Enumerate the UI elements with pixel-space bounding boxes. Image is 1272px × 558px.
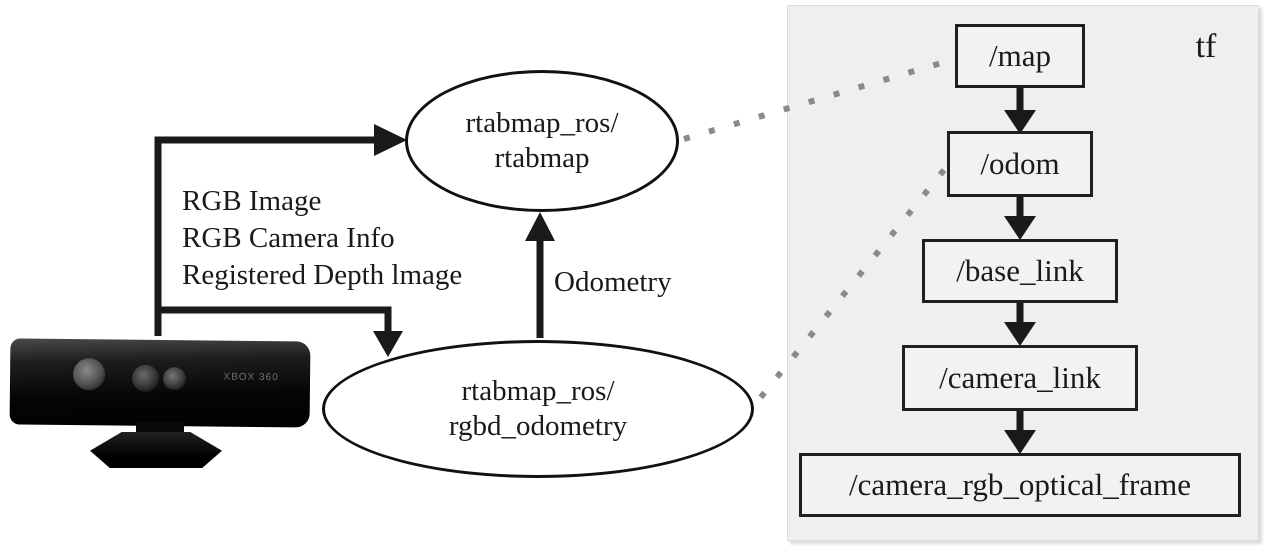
kinect-depth-camera-lens-icon	[162, 367, 187, 391]
kinect-rgb-camera-lens-icon	[131, 364, 160, 392]
tf-frame-camera-link-label: /camera_link	[939, 360, 1101, 395]
tf-frame-base-link-label: /base_link	[956, 253, 1084, 288]
kinect-sensor-bar: XBOX 360	[9, 338, 311, 428]
tf-frame-base-link: /base_link	[922, 239, 1118, 303]
rgbd-odometry-node-label-line1: rtabmap_ros/	[461, 375, 615, 407]
tf-frame-odom: /odom	[947, 131, 1093, 197]
kinect-stand-base	[90, 432, 222, 468]
tf-frame-camera-rgb-optical-frame: /camera_rgb_optical_frame	[799, 453, 1241, 517]
kinect-brand-label: XBOX 360	[223, 371, 279, 384]
topic-rgb-image-label: RGB Image	[182, 185, 322, 217]
tf-frame-map: /map	[955, 24, 1085, 88]
kinect-ir-projector-lens-icon	[72, 358, 106, 391]
rtabmap-node: rtabmap_ros/ rtabmap	[405, 70, 679, 212]
tf-frame-map-label: /map	[989, 38, 1051, 73]
odometry-edge-label: Odometry	[554, 266, 672, 298]
topic-rgb-camera-info-label: RGB Camera Info	[182, 222, 395, 254]
tf-panel-title: tf	[1195, 28, 1217, 65]
odometry-arrow	[525, 212, 555, 338]
tf-frame-camera-rgb-optical-frame-label: /camera_rgb_optical_frame	[849, 467, 1191, 502]
rgbd-odometry-node-label-line2: rgbd_odometry	[448, 410, 628, 442]
kinect-topics-label: RGB Image RGB Camera Info Registered Dep…	[182, 183, 462, 294]
rgbd-odometry-node: rtabmap_ros/ rgbd_odometry	[322, 340, 754, 478]
rtabmap-node-label-line2: rtabmap	[494, 142, 590, 174]
tf-frame-camera-link: /camera_link	[902, 345, 1138, 411]
topic-registered-depth-image-label: Registered Depth lmage	[182, 259, 463, 291]
tf-frame-odom-label: /odom	[980, 146, 1060, 181]
kinect-sensor: XBOX 360	[8, 334, 320, 470]
rtabmap-node-label-line1: rtabmap_ros/	[465, 107, 619, 139]
